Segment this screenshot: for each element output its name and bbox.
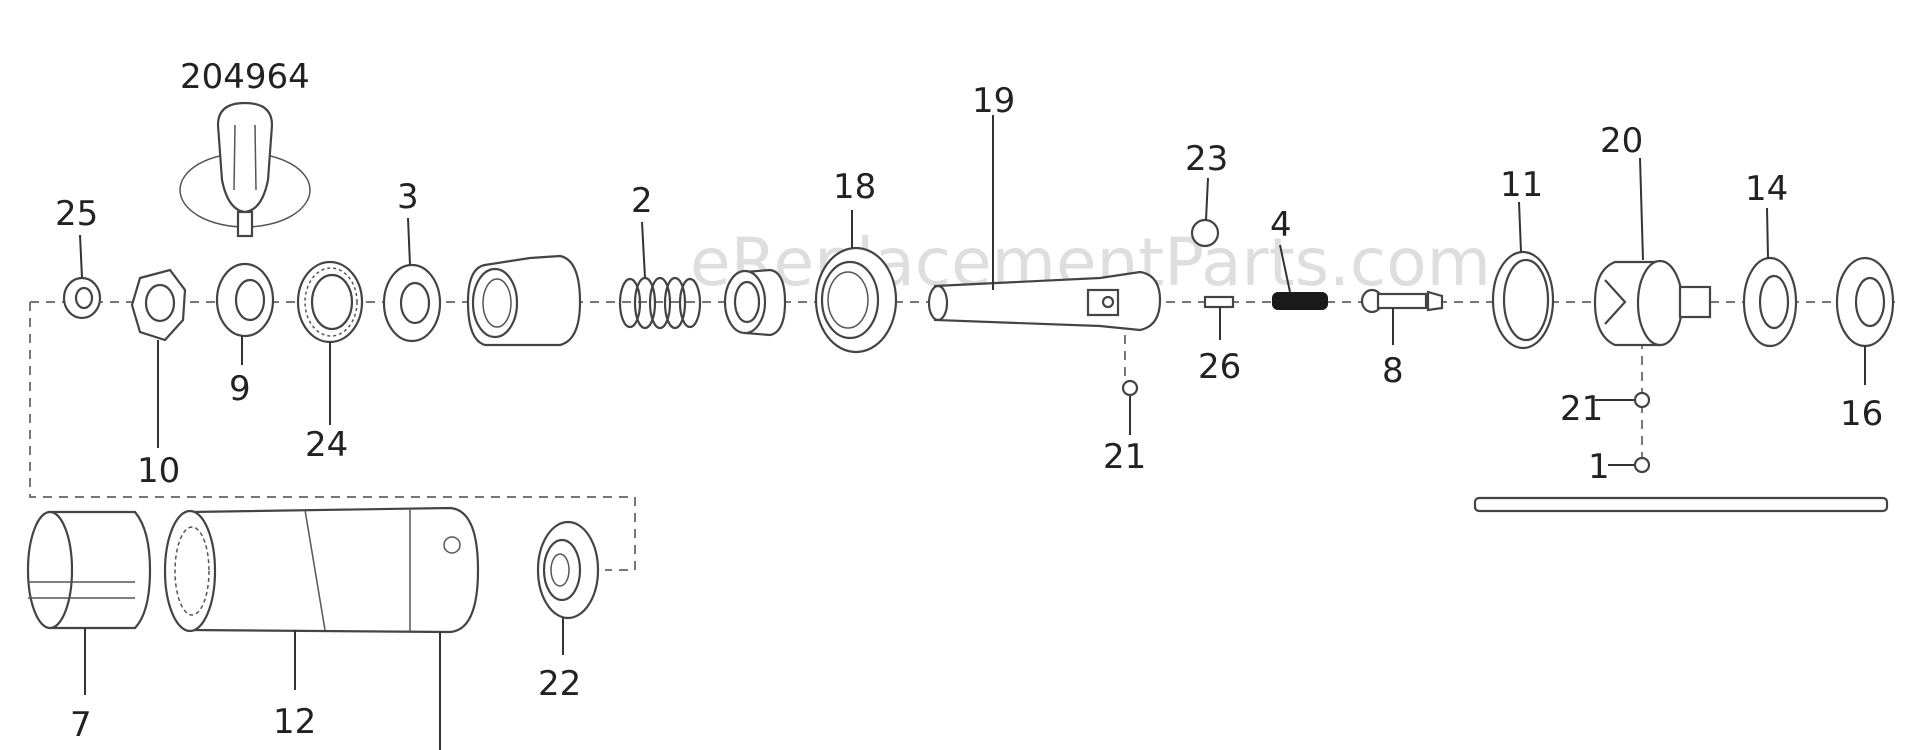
part-20-valve-body [1593, 259, 1712, 347]
label-part-21-right: 21 [1560, 389, 1603, 429]
long-rod [1473, 496, 1889, 513]
label-part-10: 10 [137, 451, 180, 491]
part-3-washer [382, 263, 442, 343]
label-part-19: 19 [972, 81, 1015, 121]
part-26-pin [1203, 295, 1235, 309]
label-part-24: 24 [305, 425, 348, 465]
label-part-21-left: 21 [1103, 437, 1146, 477]
part-16-washer [1835, 256, 1895, 348]
part-23-ball [1190, 218, 1220, 248]
label-part-1: 1 [1588, 447, 1610, 487]
label-part-20: 20 [1600, 121, 1643, 161]
label-part-16: 16 [1840, 394, 1883, 434]
label-part-2: 2 [631, 181, 653, 221]
label-part-7: 7 [70, 705, 92, 745]
part-21-ball-left [1121, 379, 1139, 397]
part-4-spring [1272, 292, 1328, 310]
leader-lines [79, 115, 1866, 750]
label-part-23: 23 [1185, 139, 1228, 179]
bushing [723, 268, 787, 337]
label-part-4: 4 [1270, 205, 1292, 245]
part-18-ring [814, 246, 898, 354]
part-1-ball [1633, 456, 1651, 474]
cam-housing [466, 254, 582, 347]
part-22-bearing [536, 520, 600, 620]
label-part-25: 25 [55, 194, 98, 234]
part-24-bearing [296, 260, 364, 344]
part-11-o-ring [1491, 250, 1555, 350]
part-8-valve-stem [1360, 288, 1444, 314]
label-part-14: 14 [1745, 169, 1788, 209]
lower-assembly-routing-line [29, 302, 636, 571]
part-7-sleeve [26, 510, 152, 630]
label-part-3: 3 [397, 177, 419, 217]
part-21-ball-right [1633, 391, 1651, 409]
label-part-26: 26 [1198, 347, 1241, 387]
label-part-9: 9 [229, 369, 251, 409]
part-2-spring [618, 276, 702, 330]
part-10-hex-nut [130, 268, 187, 342]
part-9-ring [215, 262, 275, 338]
label-part-18: 18 [833, 167, 876, 207]
label-part-12: 12 [273, 702, 316, 742]
label-part-22: 22 [538, 664, 581, 704]
label-part-204964: 204964 [180, 57, 310, 97]
label-part-11: 11 [1500, 165, 1543, 205]
part-12-housing [163, 506, 480, 634]
label-part-8: 8 [1382, 351, 1404, 391]
part-14-cage [1742, 256, 1798, 348]
part-19-spindle [927, 270, 1162, 332]
part-204964-tool [179, 101, 311, 238]
part-25-nut [62, 276, 102, 320]
